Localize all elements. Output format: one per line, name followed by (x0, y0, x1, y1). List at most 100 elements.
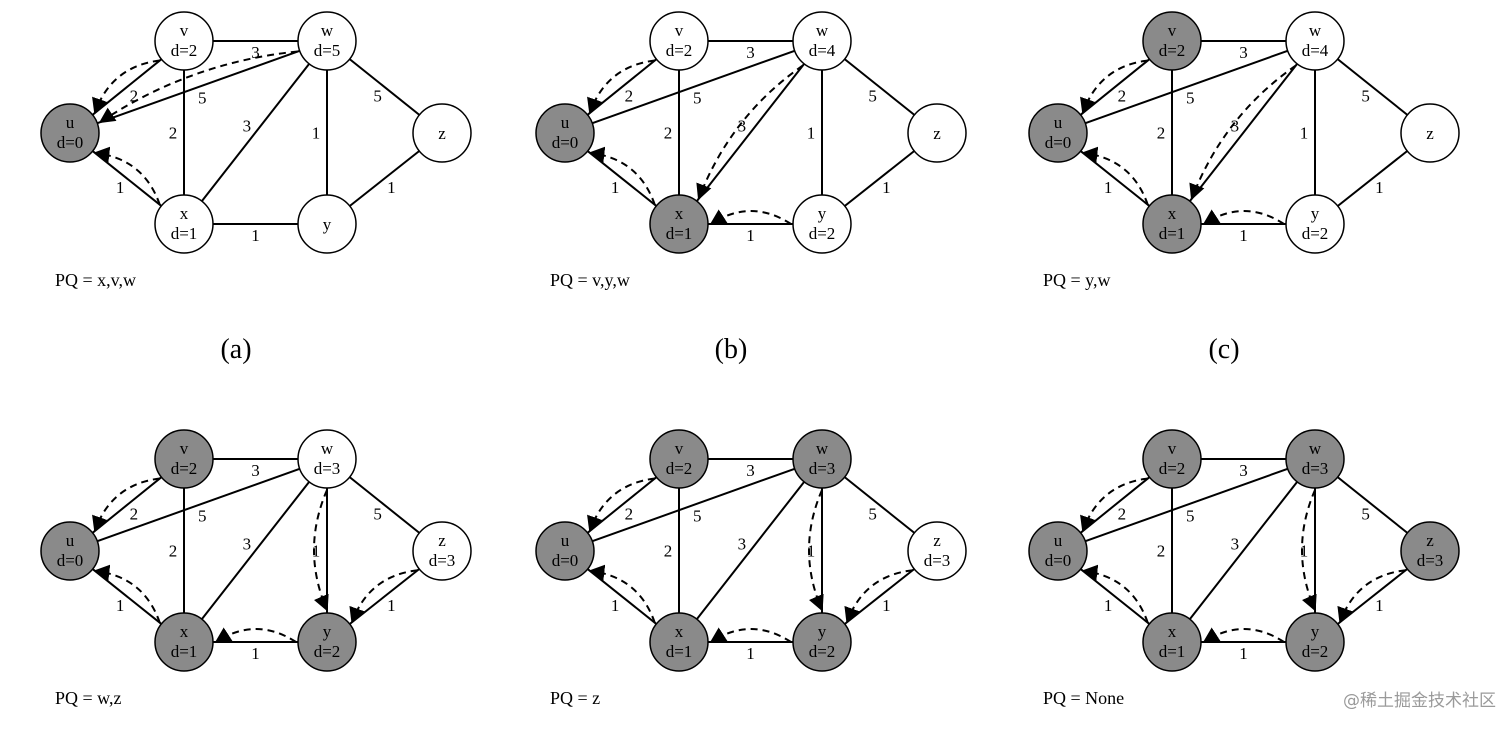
edge-weight-y-z: 1 (387, 178, 396, 197)
node-u: ud=0 (535, 521, 595, 581)
pq-label: PQ = x,v,w (55, 270, 136, 290)
node-distance-x: d=1 (1159, 642, 1186, 661)
node-v: vd=2 (1142, 429, 1202, 489)
node-distance-v: d=2 (1159, 41, 1186, 60)
node-y: y (297, 194, 357, 254)
edge-u-w (1084, 49, 1289, 125)
edge-u-w (96, 467, 301, 543)
edge-w-z (1337, 476, 1408, 534)
node-label-x: x (180, 622, 189, 641)
node-z: zd=3 (412, 521, 472, 581)
node-circle-z (1400, 521, 1460, 581)
edge-y-z (1337, 568, 1408, 625)
edge-weight-x-y: 1 (746, 226, 755, 245)
node-circle-y (297, 194, 357, 254)
edge-weight-v-x: 2 (664, 542, 673, 561)
predecessor-arrow-x-u (93, 146, 161, 205)
edge-weight-u-x: 1 (1104, 178, 1113, 197)
node-label-z: z (1426, 124, 1434, 143)
edge-weight-w-z: 5 (868, 505, 877, 524)
node-label-w: w (816, 439, 829, 458)
node-z: z (907, 103, 967, 163)
node-x: xd=1 (154, 612, 214, 672)
node-v: vd=2 (1142, 11, 1202, 71)
node-w: wd=4 (1285, 11, 1345, 71)
node-circle-w (792, 429, 852, 489)
node-label-w: w (321, 439, 334, 458)
node-circle-w (1285, 429, 1345, 489)
edge-w-x (201, 481, 310, 620)
edge-u-x (1080, 150, 1150, 207)
node-distance-w: d=3 (1302, 459, 1329, 478)
edge-weight-v-w: 3 (251, 461, 260, 480)
predecessor-arrow-y-x (709, 209, 792, 225)
node-label-y: y (1311, 622, 1320, 641)
edge-weight-y-z: 1 (882, 596, 891, 615)
node-circle-w (792, 11, 852, 71)
edge-u-w (591, 467, 796, 543)
edge-weight-w-x: 3 (243, 117, 252, 136)
node-circle-w (297, 11, 357, 71)
edge-u-w (591, 49, 796, 125)
panel-caption: (c) (1208, 334, 1239, 365)
edge-weight-u-w: 5 (198, 506, 207, 525)
node-circle-w (1285, 11, 1345, 71)
edge-w-x (696, 481, 805, 620)
node-u: ud=0 (40, 103, 100, 163)
node-w: wd=3 (1285, 429, 1345, 489)
edge-u-w (1084, 467, 1289, 543)
node-distance-v: d=2 (171, 41, 198, 60)
edge-weight-u-w: 5 (693, 88, 702, 107)
node-circle-x (1142, 612, 1202, 672)
edge-u-x (587, 568, 657, 625)
node-label-z: z (933, 124, 941, 143)
node-circle-u (535, 103, 595, 163)
edge-weight-u-w: 5 (1186, 506, 1195, 525)
node-circle-v (1142, 429, 1202, 489)
edge-weight-y-z: 1 (387, 596, 396, 615)
predecessor-arrow-y-x (709, 627, 792, 643)
node-label-u: u (561, 531, 570, 550)
node-circle-v (154, 11, 214, 71)
edge-weight-v-w: 3 (746, 461, 755, 480)
panel-caption: (b) (715, 334, 748, 365)
node-distance-v: d=2 (666, 41, 693, 60)
node-circle-v (649, 11, 709, 71)
node-distance-u: d=0 (57, 551, 84, 570)
edge-y-z (349, 150, 420, 207)
predecessor-arrow-w-y (1301, 489, 1317, 612)
edge-weight-y-z: 1 (882, 178, 891, 197)
node-label-z: z (438, 531, 446, 550)
edge-weight-u-x: 1 (1104, 596, 1113, 615)
node-w: wd=3 (297, 429, 357, 489)
predecessor-arrow-w-y (808, 489, 824, 612)
node-circle-u (1028, 521, 1088, 581)
node-v: vd=2 (649, 11, 709, 71)
node-x: xd=1 (154, 194, 214, 254)
node-label-z: z (1426, 531, 1434, 550)
node-label-x: x (1168, 622, 1177, 641)
predecessor-arrow-x-u (588, 146, 656, 205)
node-label-z: z (438, 124, 446, 143)
node-y: yd=2 (1285, 194, 1345, 254)
edge-w-z (349, 58, 420, 116)
edge-weight-x-y: 1 (1239, 226, 1248, 245)
node-distance-x: d=1 (171, 224, 198, 243)
node-distance-y: d=2 (809, 642, 836, 661)
edge-u-w (96, 49, 301, 125)
node-label-v: v (675, 439, 684, 458)
node-distance-u: d=0 (552, 133, 579, 152)
node-distance-w: d=4 (809, 41, 836, 60)
node-distance-v: d=2 (1159, 459, 1186, 478)
node-v: vd=2 (154, 429, 214, 489)
node-u: ud=0 (535, 103, 595, 163)
node-label-v: v (1168, 439, 1177, 458)
node-distance-u: d=0 (1045, 551, 1072, 570)
edge-weight-w-z: 5 (1361, 505, 1370, 524)
edge-weight-w-x: 3 (738, 535, 747, 554)
node-y: yd=2 (792, 612, 852, 672)
node-label-w: w (816, 21, 829, 40)
node-w: wd=5 (297, 11, 357, 71)
